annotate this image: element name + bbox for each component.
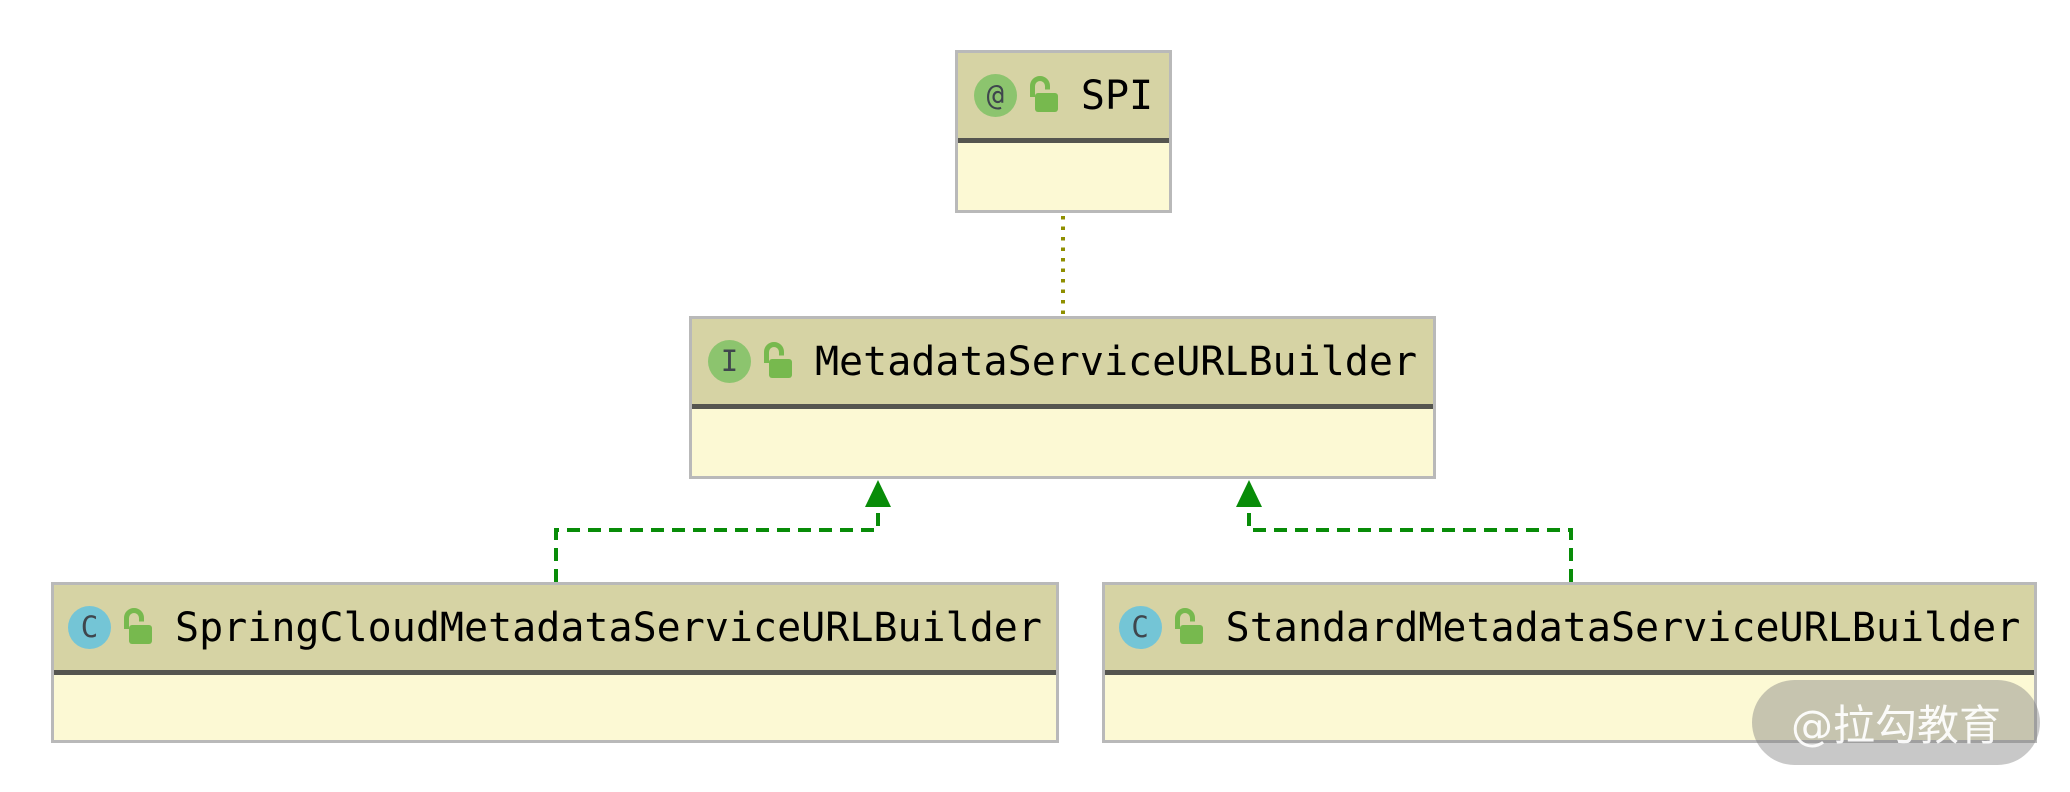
public-unlocked-icon <box>120 607 154 651</box>
public-unlocked-icon <box>1171 607 1205 651</box>
uml-node-spi[interactable]: @ SPI <box>955 50 1172 213</box>
node-title: SPI <box>1080 72 1154 119</box>
public-unlocked-icon <box>1026 75 1060 119</box>
node-title: SpringCloudMetadataServiceURLBuilder <box>175 604 1042 651</box>
node-title: StandardMetadataServiceURLBuilder <box>1225 604 2021 651</box>
edge-implements-springcloud <box>554 506 880 582</box>
node-header: C StandardMetadataServiceURLBuilder <box>1105 585 2034 675</box>
node-header: I MetadataServiceURLBuilder <box>692 319 1433 409</box>
annotation-badge-icon: @ <box>973 74 1017 117</box>
node-title: MetadataServiceURLBuilder <box>814 338 1418 385</box>
class-badge-icon: C <box>1118 606 1162 649</box>
node-body <box>1105 675 2034 740</box>
uml-node-springcloudmetadataserviceurlbuilder[interactable]: C SpringCloudMetadataServiceURLBuilder <box>51 582 1059 743</box>
edge-implements-standard <box>1247 506 1573 582</box>
watermark-badge: @拉勾教育 <box>1752 680 2040 765</box>
class-badge-icon: C <box>68 606 112 649</box>
node-body <box>54 675 1056 740</box>
node-body <box>958 143 1169 210</box>
interface-badge-icon: I <box>707 340 751 383</box>
arrowhead-implements-left <box>865 480 891 507</box>
arrowhead-implements-right <box>1236 480 1262 507</box>
node-header: C SpringCloudMetadataServiceURLBuilder <box>54 585 1056 675</box>
node-header: @ SPI <box>958 53 1169 143</box>
public-unlocked-icon <box>760 341 794 385</box>
node-body <box>692 409 1433 476</box>
uml-node-metadataserviceurlbuilder[interactable]: I MetadataServiceURLBuilder <box>689 316 1436 479</box>
uml-node-standardmetadataserviceurlbuilder[interactable]: C StandardMetadataServiceURLBuilder <box>1102 582 2037 743</box>
